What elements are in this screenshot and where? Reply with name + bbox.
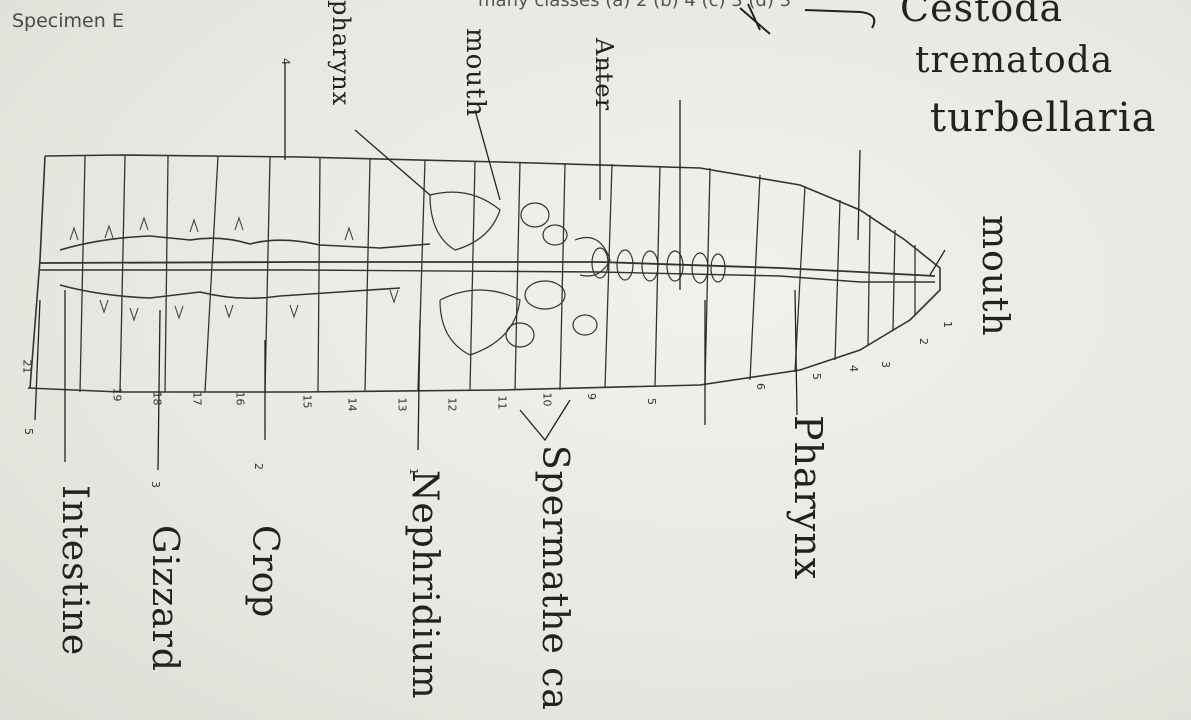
answer-arrow	[805, 10, 874, 28]
pointer-number: 3	[149, 481, 162, 488]
label-gizzard: Gizzard	[144, 525, 185, 672]
pointer-number: 5	[22, 428, 35, 435]
segment-number: 1	[941, 321, 954, 328]
segment-number: 15	[301, 395, 314, 409]
pointer-number: 5	[645, 398, 658, 405]
segment-number: 6	[754, 383, 767, 390]
label-mouth: mouth	[974, 215, 1015, 337]
label-intestine: Intestine	[54, 485, 95, 656]
worm-body	[28, 155, 940, 392]
segment-number: 10	[541, 393, 554, 407]
segment-number: 12	[446, 398, 459, 412]
label-mouth-top: mouth	[460, 28, 490, 117]
label-crop: Crop	[244, 525, 285, 618]
segment-number: 19	[111, 388, 124, 402]
segment-number: 4	[847, 365, 860, 372]
label-nephridium: Nephridium	[404, 470, 445, 700]
segment-number: 17	[191, 392, 204, 406]
pointer-number: 4	[279, 58, 292, 65]
segment-number: 21	[21, 360, 34, 374]
label-spermatheca: Spermathe ca	[534, 445, 575, 711]
label-pharynx: Pharynx	[786, 415, 830, 580]
nephridia-marks	[70, 218, 398, 320]
segment-number: 16	[234, 392, 247, 406]
pointer-lines	[35, 60, 945, 470]
label-pharynx-top: pharynx	[327, 0, 355, 106]
segment-number: 2	[917, 338, 930, 345]
segment-number: 11	[496, 396, 509, 410]
pointer-number: 2	[252, 463, 265, 470]
segment-number: 5	[810, 373, 823, 380]
segment-number: 13	[396, 398, 409, 412]
segment-number: 18	[151, 392, 164, 406]
segment-number: 3	[879, 361, 892, 368]
segment-number: 14	[346, 398, 359, 412]
segment-number: 9	[585, 393, 598, 400]
label-anterior: Anter	[590, 38, 618, 111]
